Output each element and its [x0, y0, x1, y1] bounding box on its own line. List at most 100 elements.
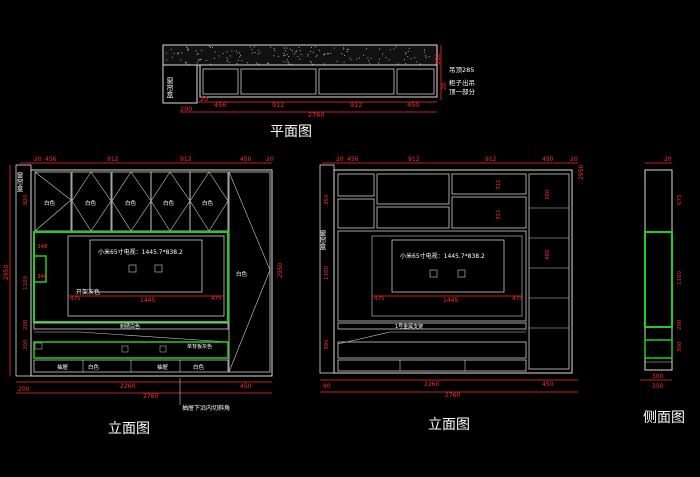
elev1-drawer-label-4: 白色	[193, 363, 205, 371]
elev2-shelf	[337, 322, 527, 330]
elev1-door-label-4: 白色	[163, 199, 175, 207]
speckle	[366, 48, 368, 50]
elev1-socket-1	[34, 342, 43, 350]
speckle	[405, 52, 407, 54]
speckle	[379, 48, 380, 50]
speckle	[241, 60, 243, 62]
elev1-shelf-label-2: 单背板灰色	[187, 343, 212, 350]
speckle	[170, 48, 172, 50]
elev1-door-label-5: 白色	[202, 199, 214, 207]
elev2-tv-label: 小米65寸电视：1445.7*838.2	[400, 252, 485, 260]
elev2-dim-top-912b: 912	[485, 156, 497, 163]
elev1-side-label: 白色	[236, 270, 248, 278]
speckle	[273, 55, 275, 57]
speckle	[254, 52, 256, 53]
elev1-open-label: 开架灰色	[76, 288, 100, 296]
plan-dim-456: 456	[214, 101, 226, 109]
elev2-cubby-1	[337, 173, 375, 197]
speckle	[181, 52, 183, 54]
speckle	[288, 56, 290, 57]
speckle	[177, 52, 179, 54]
side-dim-200: 200	[677, 319, 683, 330]
speckle	[255, 62, 257, 64]
elev2-cubby-5	[451, 173, 527, 195]
elev1-tv-bracket-1	[128, 264, 137, 273]
elev2-dim-350: 350	[324, 194, 330, 205]
elev1-shelf	[33, 322, 229, 330]
speckle	[348, 49, 350, 50]
speckle	[172, 56, 173, 58]
elev1-drawer-label-1: 抽屉	[57, 363, 69, 371]
speckle	[257, 50, 259, 52]
elev2-dim-top-456: 456	[347, 156, 359, 163]
speckle	[286, 59, 288, 61]
elev2-dim-top-20: 20	[336, 156, 344, 163]
speckle	[274, 50, 276, 51]
speckle	[286, 53, 288, 55]
elev2-dim-475-right: 475	[512, 296, 523, 302]
speckle	[187, 48, 189, 50]
elevation-1: 窗帘盒 白色 白色 白色 白色 白色 白色 小米65寸电视：1445.7*838…	[3, 156, 284, 412]
speckle	[367, 57, 369, 59]
side-dim-300: 300	[677, 341, 683, 352]
speckle	[266, 62, 268, 64]
speckle	[310, 61, 312, 62]
speckle	[324, 53, 326, 55]
plan-dim-side-20: 20	[441, 82, 448, 90]
speckle	[200, 59, 202, 60]
elev1-dim-300: 300	[23, 339, 29, 350]
elev2-dim-bottom-80: 80	[323, 383, 331, 390]
plan-dim-912a: 912	[272, 101, 284, 109]
speckle	[307, 53, 309, 55]
elev2-dim-top-912a: 912	[408, 156, 420, 163]
speckle	[205, 59, 207, 61]
plan-curtain-box	[162, 64, 198, 104]
speckle	[292, 50, 293, 52]
speckle	[425, 57, 427, 58]
speckle	[286, 61, 288, 63]
speckle	[173, 53, 175, 54]
elev2-drawer-row	[337, 359, 527, 372]
elev2-dim-475-left: 475	[374, 296, 385, 302]
speckle	[370, 57, 372, 59]
elev2-dim-360: 360	[545, 189, 551, 200]
plan-note-3: 顶一部分	[449, 87, 476, 96]
elev2-dim-bottom-450: 450	[542, 381, 554, 388]
side-dim-675: 675	[677, 194, 683, 205]
speckle	[341, 53, 343, 54]
speckle	[318, 49, 320, 51]
elev1-dim-bottom-2260: 2260	[120, 383, 135, 390]
speckle	[393, 48, 395, 50]
speckle	[342, 47, 344, 49]
speckle	[188, 63, 190, 65]
elev2-dim-tv-width: 1445	[443, 297, 458, 304]
plan-module-1	[202, 68, 239, 95]
plan-note-2: 柜子出吊	[449, 78, 475, 87]
speckle	[416, 61, 418, 63]
side-view: 20 300 350 675 1100 300 200	[640, 156, 683, 390]
plan-dim-200: 200	[180, 105, 192, 113]
speckle	[323, 54, 325, 56]
speckle	[198, 60, 199, 62]
speckle	[222, 53, 224, 55]
elev1-door-swing-1	[34, 171, 72, 232]
elev1-note: 抽屉下沿内切斜角	[182, 404, 230, 412]
speckle	[299, 50, 301, 52]
elev1-lower-open	[33, 341, 229, 359]
speckle	[424, 49, 425, 51]
speckle	[310, 62, 312, 64]
speckle	[198, 59, 200, 61]
speckle	[307, 55, 309, 57]
elev1-slant-panel	[34, 331, 229, 343]
elev1-curtain-box	[15, 164, 32, 377]
speckle	[235, 50, 237, 52]
elev2-dim-1100: 1100	[324, 266, 330, 280]
elevation-2: 窗帘盒 小米65寸电视：1445.7*838.2 1445 475 475 1号…	[318, 156, 585, 399]
speckle	[368, 60, 370, 62]
speckle	[425, 55, 426, 57]
elev2-tv	[391, 239, 505, 293]
elev1-dim-348a: 348	[37, 244, 48, 250]
plan-dim-912b: 912	[350, 101, 362, 109]
speckle	[236, 63, 238, 65]
elev2-slant-panel	[337, 331, 526, 345]
